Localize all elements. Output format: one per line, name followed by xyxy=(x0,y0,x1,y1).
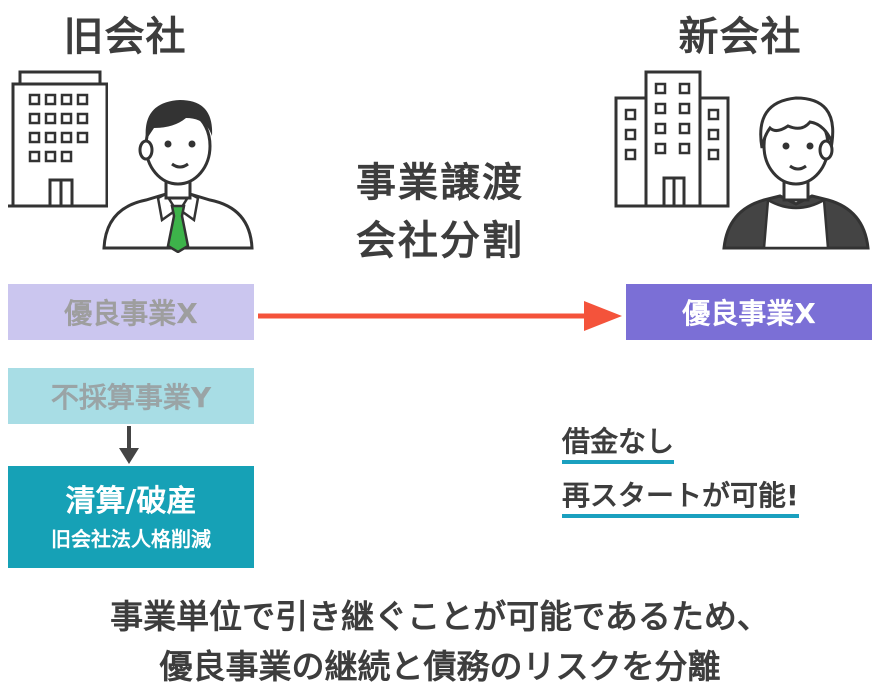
note-line2: 再スタートが可能! xyxy=(562,479,799,518)
liquidation-sublabel: 旧会社法人格削減 xyxy=(51,527,211,551)
bad-business-label: 不採算事業Y xyxy=(50,381,212,414)
transfer-label-line2: 会社分割 xyxy=(356,218,524,264)
businessman-icon xyxy=(102,100,254,253)
casual-person-icon xyxy=(722,96,870,250)
liquidation-label: 清算/破産 xyxy=(65,484,197,519)
transfer-label: 事業譲渡 会社分割 xyxy=(300,154,580,270)
note-line1: 借金なし xyxy=(562,425,675,464)
old-good-business-box: 優良事業X xyxy=(8,284,254,340)
liquidation-box: 清算/破産 旧会社法人格削減 xyxy=(8,466,254,568)
office-building-icon xyxy=(614,70,730,208)
bad-business-box: 不採算事業Y xyxy=(8,368,254,424)
old-good-business-label: 優良事業X xyxy=(64,297,198,330)
new-good-business-box: 優良事業X xyxy=(626,284,872,340)
note: 借金なし 再スタートが可能! xyxy=(562,420,799,518)
down-arrow xyxy=(119,426,139,464)
new-good-business-label: 優良事業X xyxy=(682,297,816,330)
building-icon xyxy=(8,70,108,208)
summary-line1: 事業単位で引き継ぐことが可能であるため、 xyxy=(110,597,770,636)
summary-line2: 優良事業の継続と債務のリスクを分離 xyxy=(159,647,721,686)
old-company-title: 旧会社 xyxy=(63,14,187,60)
transfer-label-line1: 事業譲渡 xyxy=(356,160,524,206)
new-company-title: 新会社 xyxy=(678,14,802,60)
transfer-arrow xyxy=(258,301,622,331)
summary-text: 事業単位で引き継ぐことが可能であるため、 優良事業の継続と債務のリスクを分離 xyxy=(0,592,880,692)
